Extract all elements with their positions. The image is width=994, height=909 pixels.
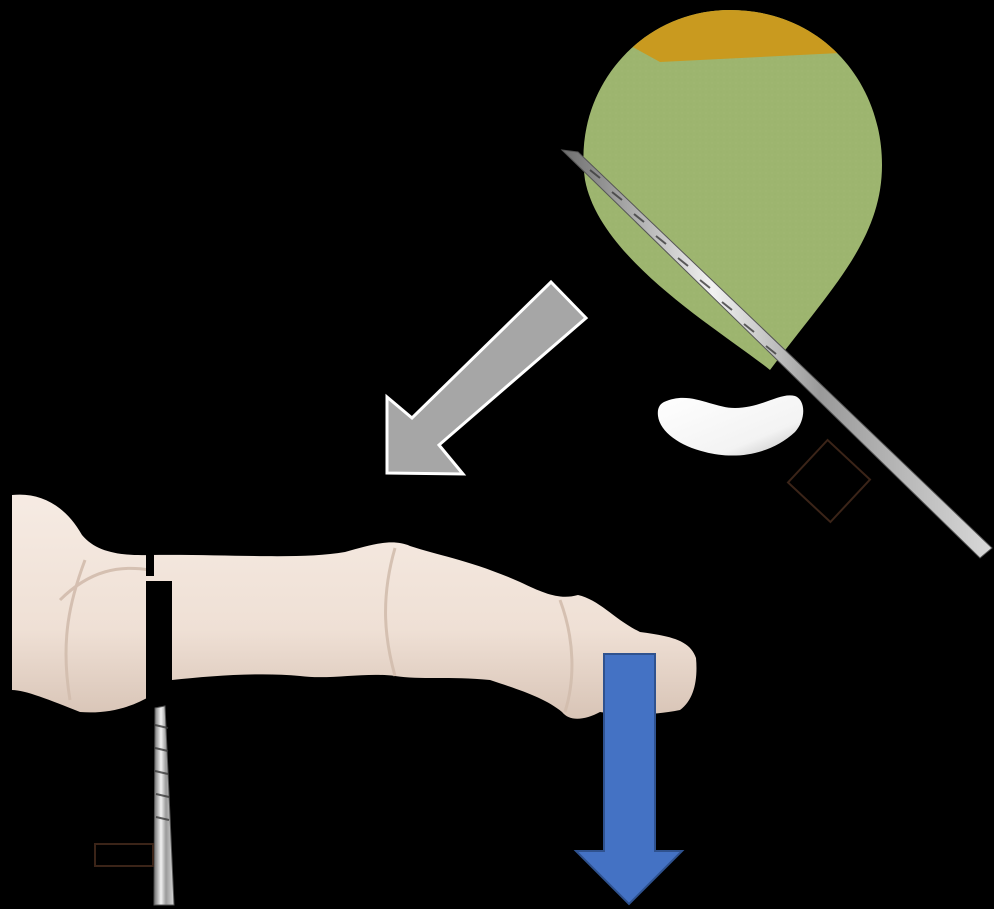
bone-gap — [146, 581, 172, 711]
k-wire-icon — [154, 706, 174, 905]
finger-bone-model-icon — [12, 495, 696, 719]
curved-pad — [658, 395, 803, 455]
magnified-view — [560, 0, 900, 400]
top-tissue-layer — [560, 0, 900, 62]
gray-arrow — [387, 282, 586, 474]
marker-square — [788, 440, 870, 522]
marker-rectangle — [95, 844, 153, 866]
